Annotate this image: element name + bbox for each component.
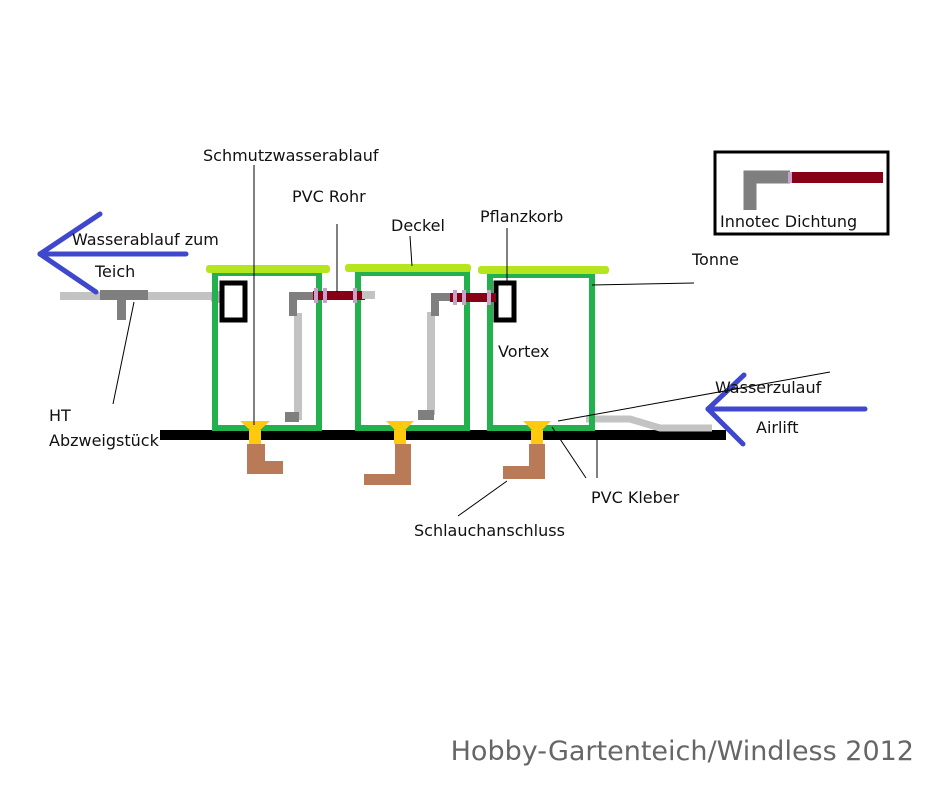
glue-funnel-2 (386, 421, 414, 431)
label-vortex: Vortex (498, 342, 549, 361)
hose-connector-3 (503, 444, 545, 479)
label-deckel: Deckel (391, 216, 445, 235)
seal-1a (314, 288, 318, 303)
barrel-2-lid (345, 264, 471, 272)
label-ht-line1: HT (49, 406, 71, 425)
legend-frame (713, 150, 890, 236)
barrel-1-basket (219, 280, 248, 323)
leader-ht (112, 301, 135, 405)
ht-branch-stub (117, 298, 126, 320)
legend-pipe (792, 172, 883, 183)
seal-1b (323, 288, 327, 303)
label-schmutzwasserablauf: Schmutzwasserablauf (203, 146, 379, 165)
seal-3a (453, 290, 457, 305)
barrel-2 (345, 264, 471, 431)
glue-funnel-1 (240, 421, 270, 431)
leader-airlift (557, 371, 831, 422)
drain-1 (240, 421, 283, 474)
seal-3c (487, 290, 491, 305)
legend-innotec: Innotec Dichtung (713, 150, 890, 236)
label-pflanzkorb: Pflanzkorb (480, 207, 563, 226)
pvc-pipe-1-2-stub (362, 291, 375, 299)
glue-funnel-3 (523, 421, 551, 431)
label-ht-line2: Abzweigstück (49, 431, 160, 450)
label-wasserablauf-line2: Teich (94, 262, 135, 281)
barrel-1-foot (285, 412, 299, 422)
drain-3 (503, 421, 551, 479)
pvc-pipe-2-3 (450, 293, 496, 302)
barrel-2-body (355, 270, 470, 431)
pvc-pipe-1-2 (313, 291, 365, 300)
legend-elbow (743, 170, 790, 210)
label-pvc-kleber: PVC Kleber (591, 488, 680, 507)
outflow-arrow (37, 211, 189, 295)
label-pvc-rohr: PVC Rohr (292, 187, 366, 206)
drain-neck-2 (394, 430, 406, 444)
label-tonne: Tonne (691, 250, 739, 269)
barrel-1 (206, 265, 330, 431)
seal-3b (462, 290, 466, 305)
hose-connector-2 (364, 444, 411, 485)
leader-schlauch (457, 480, 508, 517)
drain-neck-1 (249, 430, 261, 444)
legend-label: Innotec Dichtung (720, 212, 857, 231)
leader-deckel (409, 235, 413, 267)
ht-branch-fitting (100, 290, 148, 300)
barrel-3-lid (478, 266, 609, 274)
seal-2a (353, 288, 357, 303)
barrel-3-basket (493, 280, 517, 323)
barrel-2-foot (418, 410, 434, 420)
barrel-1-elbow (289, 292, 318, 316)
airlift-hose (586, 415, 712, 432)
barrel-1-lid (206, 265, 330, 273)
label-schlauchanschluss: Schlauchanschluss (414, 521, 565, 540)
label-airlift: Airlift (756, 418, 798, 437)
inflow-arrow (705, 372, 868, 447)
hose-connector-1 (247, 444, 283, 474)
label-wasserablauf-line1: Wasserablauf zum (72, 230, 219, 249)
drain-2 (364, 421, 414, 485)
drain-neck-3 (531, 430, 543, 444)
leader-kleber-1 (551, 426, 587, 479)
base-plate (160, 430, 726, 440)
watermark: Hobby-Gartenteich/Windless 2012 (451, 736, 914, 767)
leader-tonne (591, 282, 695, 286)
label-wasserzulauf: Wasserzulauf (715, 378, 822, 397)
legend-seal (788, 172, 792, 183)
leader-lines (112, 165, 831, 517)
